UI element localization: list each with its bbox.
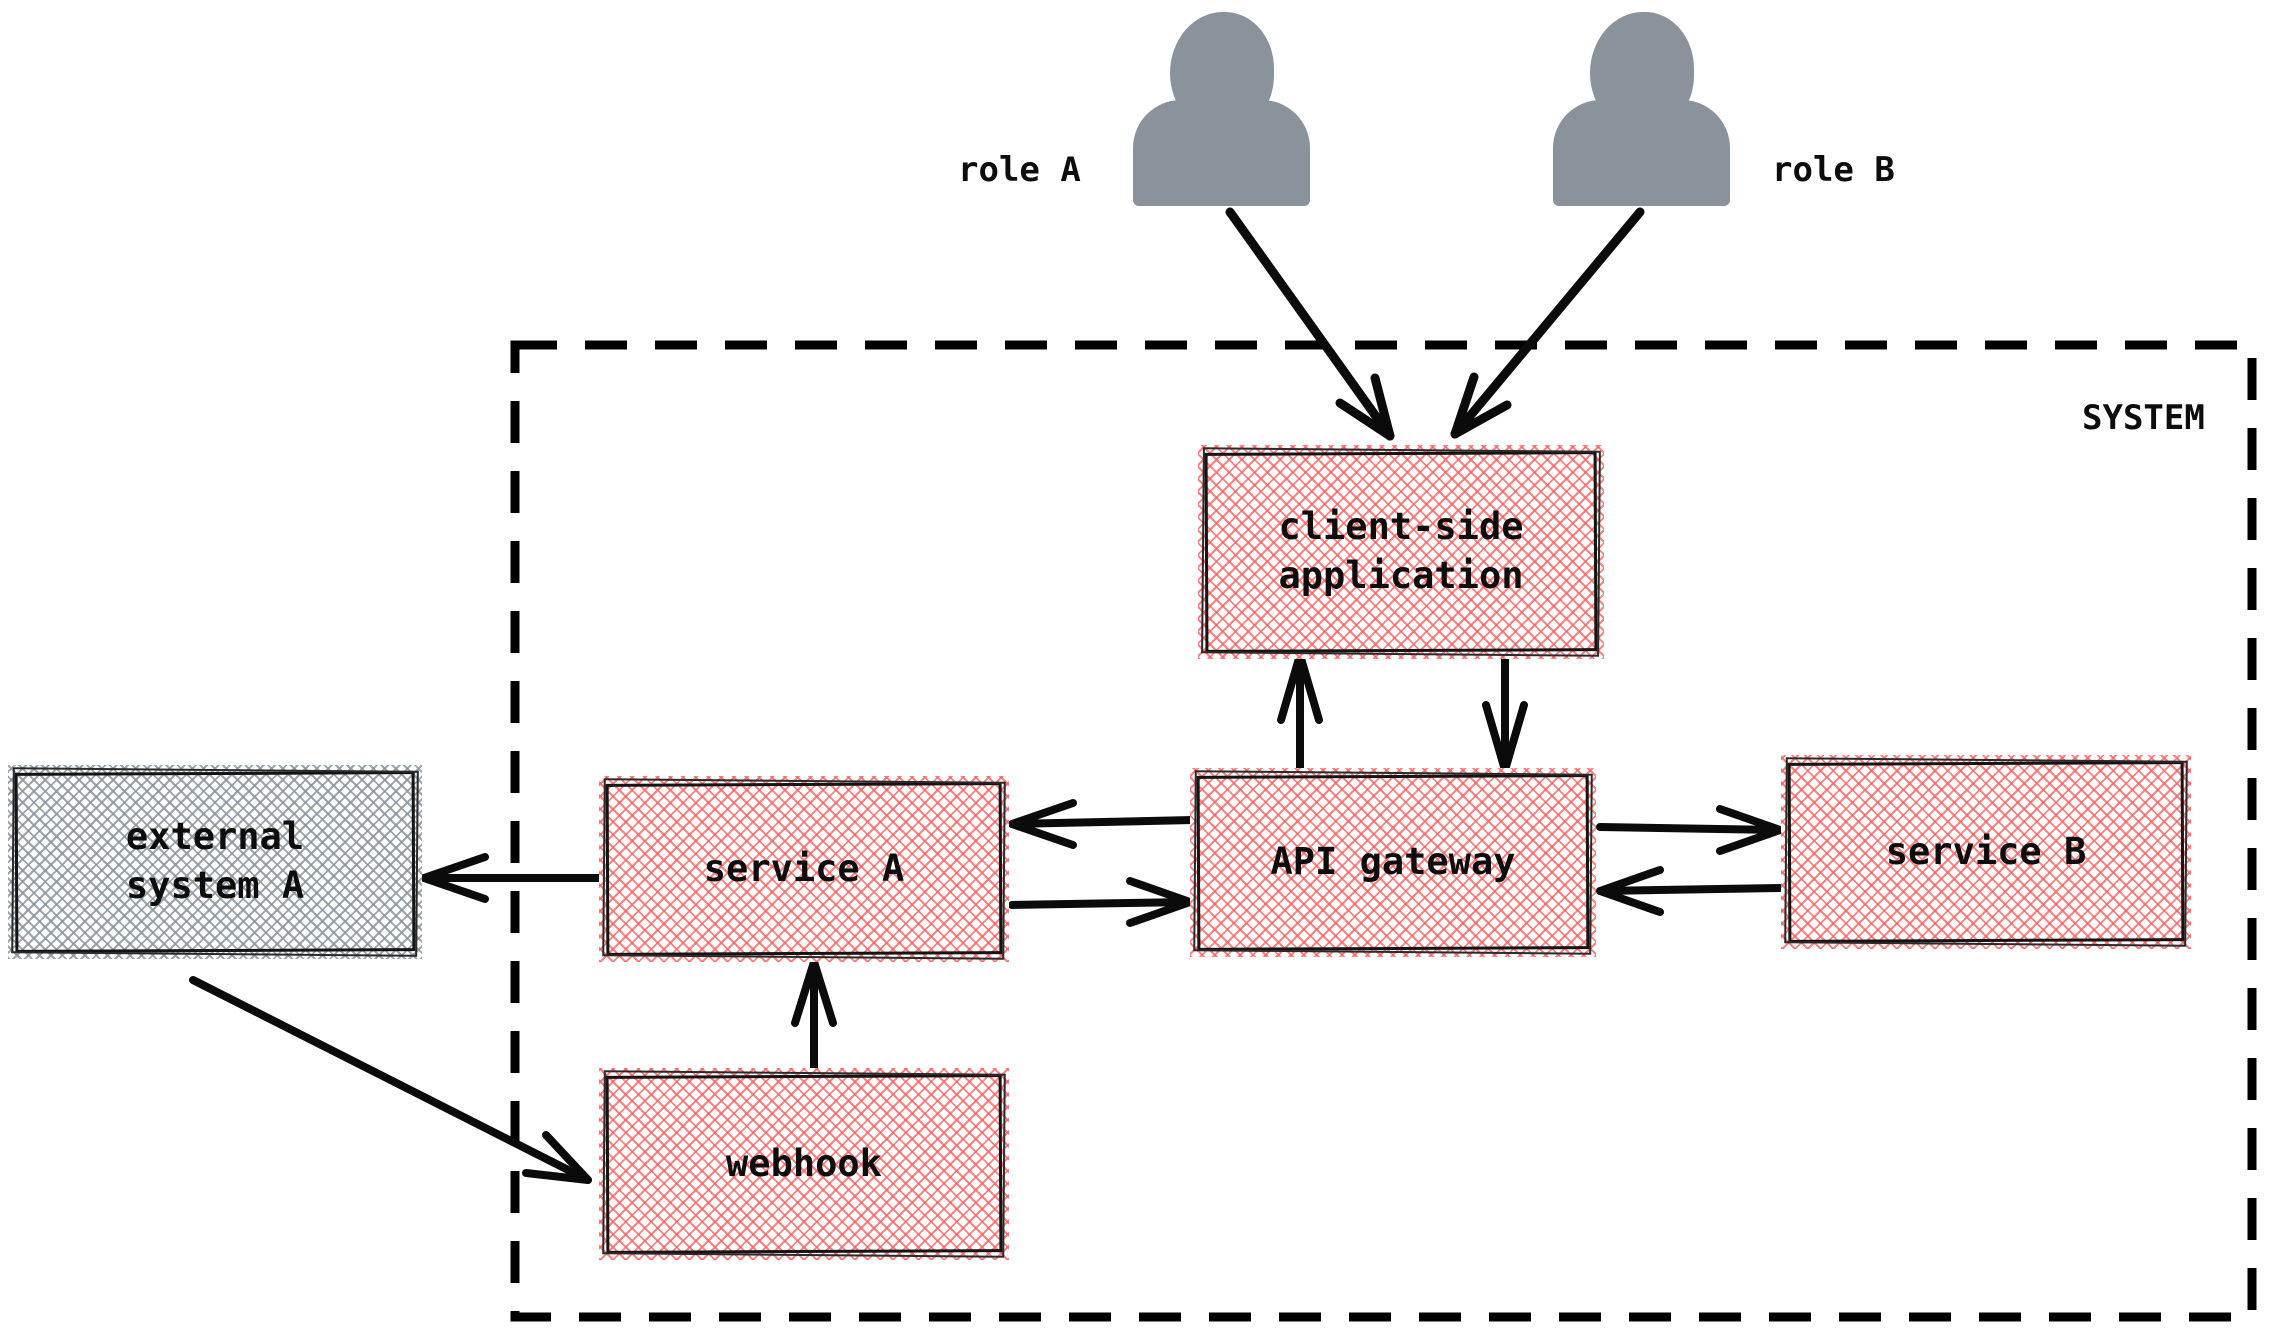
node-label: external system A xyxy=(125,815,305,907)
node-client-side-application: client-side application xyxy=(1198,445,1604,659)
system-boundary-label: SYSTEM xyxy=(2082,398,2205,438)
edge-external-system-a-to-webhook xyxy=(189,976,592,1184)
actor-label-role-b: role B xyxy=(1772,150,1895,190)
edge-gateway-to-client xyxy=(1277,651,1323,777)
edge-gateway-to-service-b xyxy=(1596,805,1784,855)
node-service-b: service B xyxy=(1781,755,2191,949)
edge-webhook-to-service-a xyxy=(791,958,837,1074)
person-body-icon xyxy=(1133,100,1310,206)
node-webhook: webhook xyxy=(599,1068,1009,1260)
person-icon-role-a xyxy=(1133,12,1310,206)
edge-service-a-to-external-system-a xyxy=(420,853,606,903)
node-label: service A xyxy=(703,846,905,890)
hatch-fill xyxy=(1781,755,2191,949)
node-api-gateway: API gateway xyxy=(1190,768,1596,957)
node-label: service B xyxy=(1885,829,2087,873)
hatch-fill xyxy=(599,776,1009,962)
node-label: webhook xyxy=(726,1141,882,1185)
hatch-fill xyxy=(8,765,422,959)
person-body-icon xyxy=(1553,100,1730,206)
edge-role-b-to-client xyxy=(1450,207,1645,439)
edge-service-a-to-gateway xyxy=(1008,877,1194,927)
edge-client-to-gateway xyxy=(1482,651,1528,774)
actor-label-role-a: role A xyxy=(958,150,1081,190)
node-label: client-side application xyxy=(1278,505,1524,597)
node-label: API gateway xyxy=(1270,840,1516,884)
hatch-fill xyxy=(1190,768,1596,957)
edge-service-b-to-gateway xyxy=(1596,866,1784,916)
hatch-fill xyxy=(599,1068,1009,1260)
hatch-fill xyxy=(1198,445,1604,659)
node-service-a: service A xyxy=(599,776,1009,962)
edge-role-a-to-client xyxy=(1225,207,1395,441)
node-external-system-a: external system A xyxy=(8,765,422,959)
system-boundary xyxy=(510,340,2257,1322)
edge-gateway-to-service-a xyxy=(1008,799,1197,849)
person-icon-role-b xyxy=(1553,12,1730,206)
